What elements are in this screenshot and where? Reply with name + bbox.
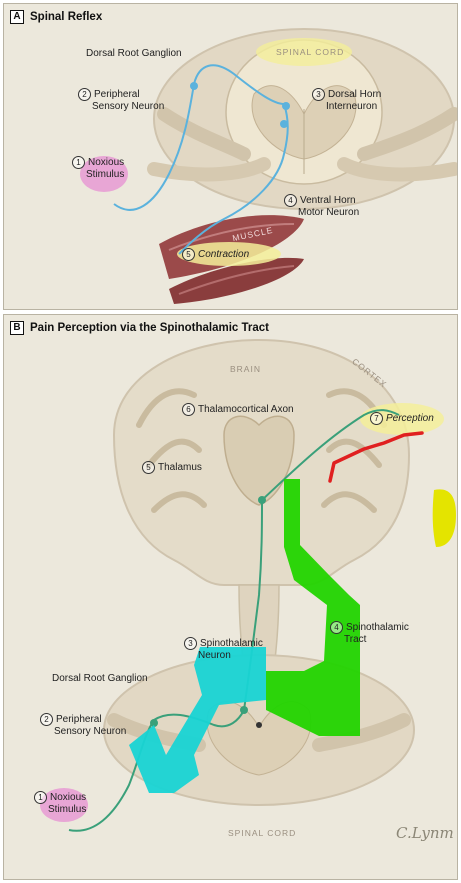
panel-a-title: Spinal Reflex bbox=[30, 11, 102, 23]
number-badge: 2 bbox=[78, 88, 91, 101]
label-dorsal-root-ganglion-a: Dorsal Root Ganglion bbox=[86, 48, 182, 60]
panel-a-header: A Spinal Reflex bbox=[10, 10, 102, 24]
number-badge: 6 bbox=[182, 403, 195, 416]
number-badge: 5 bbox=[142, 461, 155, 474]
label-spinal-cord-a: SPINAL CORD bbox=[276, 46, 344, 58]
panel-b-badge: B bbox=[10, 321, 24, 335]
panel-b-header: B Pain Perception via the Spinothalamic … bbox=[10, 321, 269, 335]
number-badge: 1 bbox=[72, 156, 85, 169]
panel-spinal-reflex: A Spinal Reflex Dorsal Root Ganglion SPI… bbox=[3, 3, 458, 310]
label-dorsal-root-ganglion-b: Dorsal Root Ganglion bbox=[52, 673, 148, 685]
panel-pain-perception: B Pain Perception via the Spinothalamic … bbox=[3, 314, 458, 880]
number-badge: 4 bbox=[330, 621, 343, 634]
number-badge: 7 bbox=[370, 412, 383, 425]
label-brain: BRAIN bbox=[230, 363, 261, 375]
number-badge: 2 bbox=[40, 713, 53, 726]
thalamic-neuron-cell bbox=[258, 496, 266, 504]
ganglion-cell-a bbox=[190, 82, 198, 90]
number-badge: 5 bbox=[182, 248, 195, 261]
number-badge: 1 bbox=[34, 791, 47, 804]
panel-a-badge: A bbox=[10, 10, 24, 24]
annotation-yellow-mark bbox=[433, 489, 456, 547]
panel-b-title: Pain Perception via the Spinothalamic Tr… bbox=[30, 322, 269, 334]
number-badge: 4 bbox=[284, 194, 297, 207]
number-badge: 3 bbox=[312, 88, 325, 101]
number-badge: 3 bbox=[184, 637, 197, 650]
label-spinal-cord-b: SPINAL CORD bbox=[228, 827, 296, 839]
artist-signature: C.Lynm bbox=[396, 827, 454, 839]
